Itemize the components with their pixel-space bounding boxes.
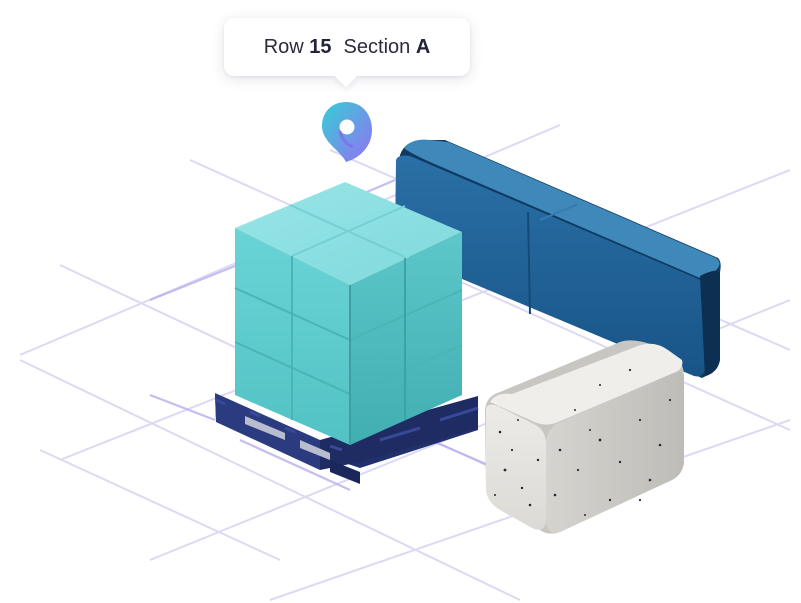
- stone-block: [485, 340, 684, 534]
- section-value: A: [415, 35, 431, 58]
- section-label: Section: [343, 35, 411, 58]
- location-tooltip: Row 15 Section A: [224, 18, 470, 76]
- cube-stack: [234, 182, 463, 445]
- row-value: 15: [309, 35, 332, 58]
- long-storage-box: [394, 139, 721, 378]
- row-label: Row: [263, 35, 304, 58]
- location-pin-icon[interactable]: [322, 102, 372, 162]
- pallet: [215, 393, 479, 484]
